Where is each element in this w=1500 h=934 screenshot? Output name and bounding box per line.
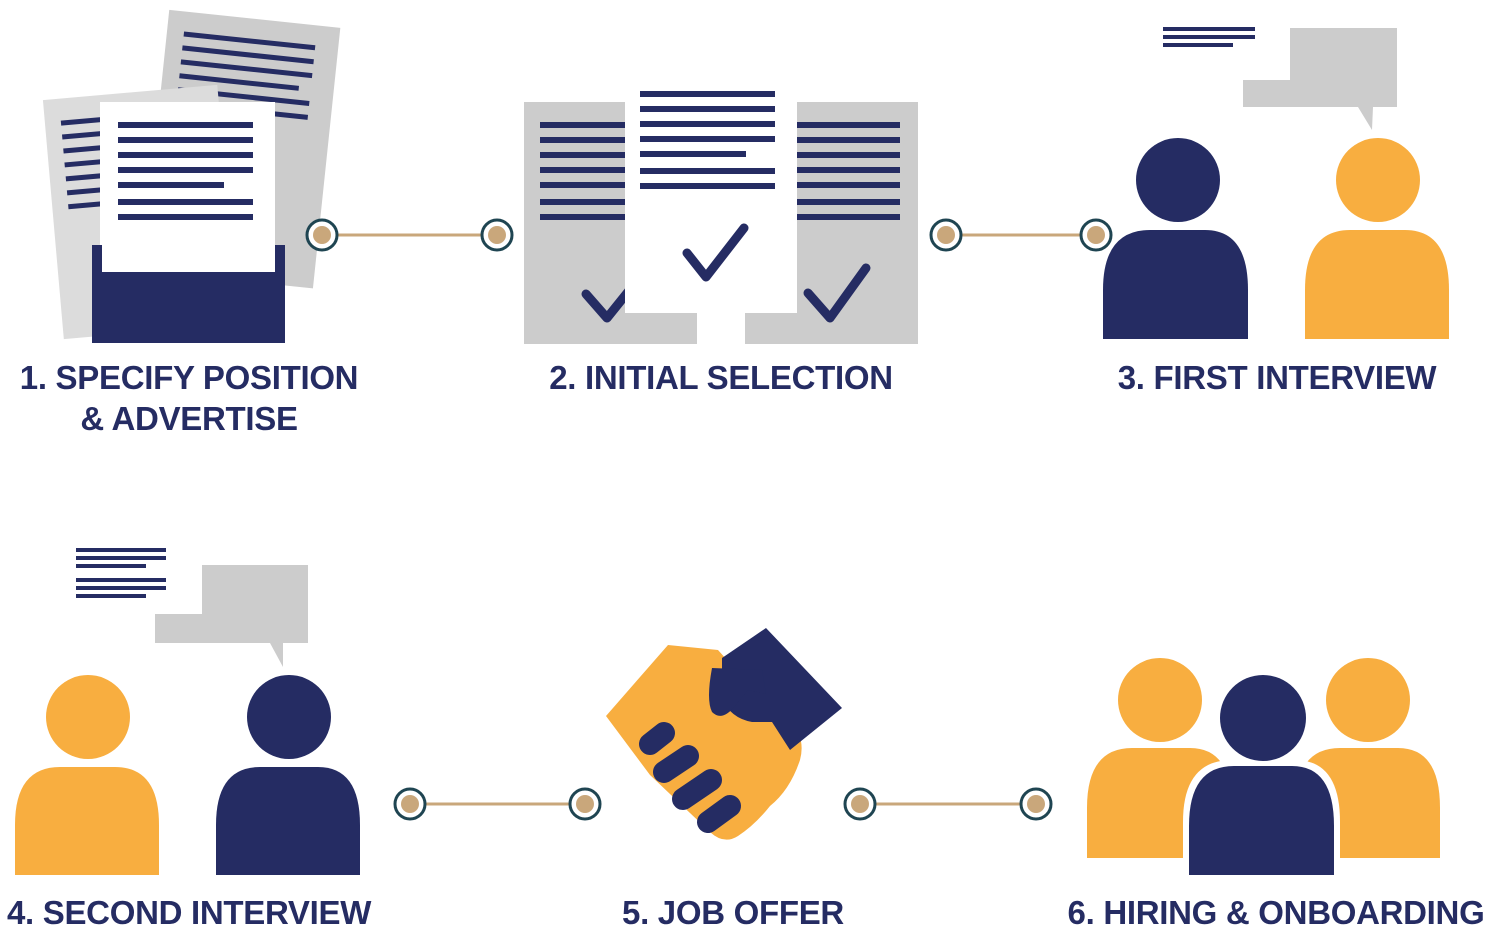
person-head: [1326, 658, 1410, 742]
step-2-label: 2. INITIAL SELECTION: [549, 359, 893, 396]
speech-lines: [1163, 27, 1255, 47]
connector-4-5: [393, 787, 602, 821]
speech-bubble-icon: [1243, 28, 1397, 130]
step-5-label: 5. JOB OFFER: [622, 894, 844, 931]
connector-1-2: [305, 218, 514, 252]
connector-2-3: [929, 218, 1113, 252]
two-people-conversation-icon: [15, 548, 360, 875]
step-5-icon: [606, 628, 842, 840]
step-4-icon: [15, 548, 360, 875]
speech-bubble-icon: [155, 565, 308, 667]
navy-fingers: [639, 722, 741, 833]
step-1-icon: [42, 9, 341, 343]
step-1-label: 1. SPECIFY POSITION: [20, 359, 358, 396]
team-icon: [1087, 658, 1440, 875]
person-body: [216, 767, 360, 875]
check-icon: [803, 263, 871, 323]
check-icon: [682, 223, 749, 282]
person-head: [1336, 138, 1420, 222]
person-body: [1305, 230, 1449, 339]
handshake-icon: [606, 628, 842, 840]
navy-hand: [722, 628, 842, 750]
step-1-label-line-2: & ADVERTISE: [80, 400, 297, 437]
step-6-icon: [1087, 658, 1440, 875]
envelope: [92, 245, 285, 343]
person-head: [1220, 675, 1306, 761]
person-body: [15, 767, 159, 875]
person-body: [1189, 766, 1334, 875]
person-head: [1136, 138, 1220, 222]
speech-lines: [76, 548, 166, 598]
person-body: [1103, 230, 1248, 339]
two-people-conversation-icon: [1103, 27, 1449, 339]
step-3-label: 3. FIRST INTERVIEW: [1118, 359, 1438, 396]
person-head: [247, 675, 331, 759]
person-head: [46, 675, 130, 759]
step-3-icon: [1103, 27, 1449, 339]
documents-envelope-icon: [42, 9, 341, 343]
step-6-label: 6. HIRING & ONBOARDING: [1068, 894, 1485, 931]
step-4-label: 4. SECOND INTERVIEW: [7, 894, 372, 931]
step-2-icon: [524, 73, 918, 344]
front-document-lines: [118, 122, 253, 220]
checked-documents-icon: [524, 73, 918, 344]
connector-5-6: [843, 787, 1053, 821]
person-head: [1118, 658, 1202, 742]
